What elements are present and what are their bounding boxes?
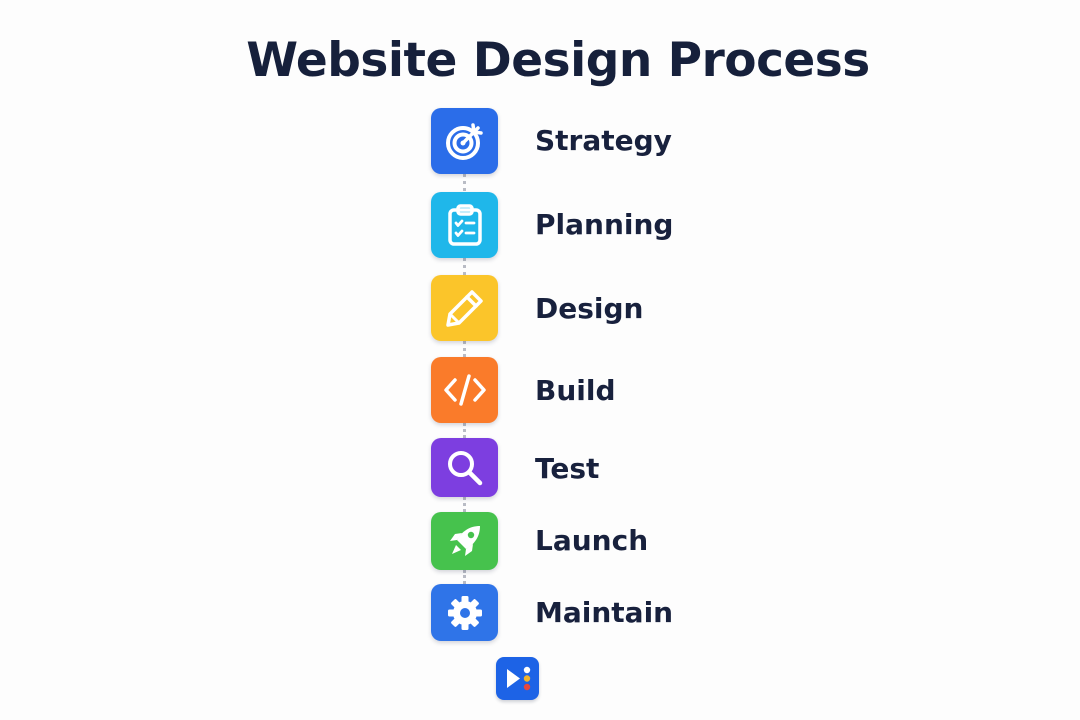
step-maintain-label: Maintain: [535, 596, 674, 629]
step-strategy-label: Strategy: [535, 124, 672, 157]
page-title: Website Design Process: [246, 33, 870, 88]
connector: [463, 258, 466, 275]
step-planning-tile: [431, 192, 498, 258]
step-planning-label: Planning: [535, 208, 674, 241]
step-design-label: Design: [535, 292, 644, 325]
brand-logo: [496, 657, 539, 700]
rocket-icon: [449, 526, 480, 556]
step-build-tile: [431, 357, 498, 423]
gear-icon: [447, 595, 482, 630]
step-test-label: Test: [535, 452, 600, 485]
step-launch-label: Launch: [535, 524, 649, 557]
pencil-icon: [445, 290, 483, 327]
clipboard-checklist-icon: [447, 204, 482, 246]
step-maintain-tile: [431, 584, 498, 641]
connector: [463, 423, 466, 438]
brand-logo-icon: [507, 666, 531, 691]
step-strategy-tile: [431, 108, 498, 174]
magnifier-icon: [447, 450, 482, 485]
target-icon: [445, 123, 483, 160]
step-test-tile: [431, 438, 498, 497]
step-launch-tile: [431, 512, 498, 570]
connector: [463, 497, 466, 512]
step-build-label: Build: [535, 374, 616, 407]
connector: [463, 341, 466, 357]
step-design-tile: [431, 275, 498, 341]
connector: [463, 570, 466, 584]
connector: [463, 174, 466, 191]
code-icon: [443, 374, 486, 406]
